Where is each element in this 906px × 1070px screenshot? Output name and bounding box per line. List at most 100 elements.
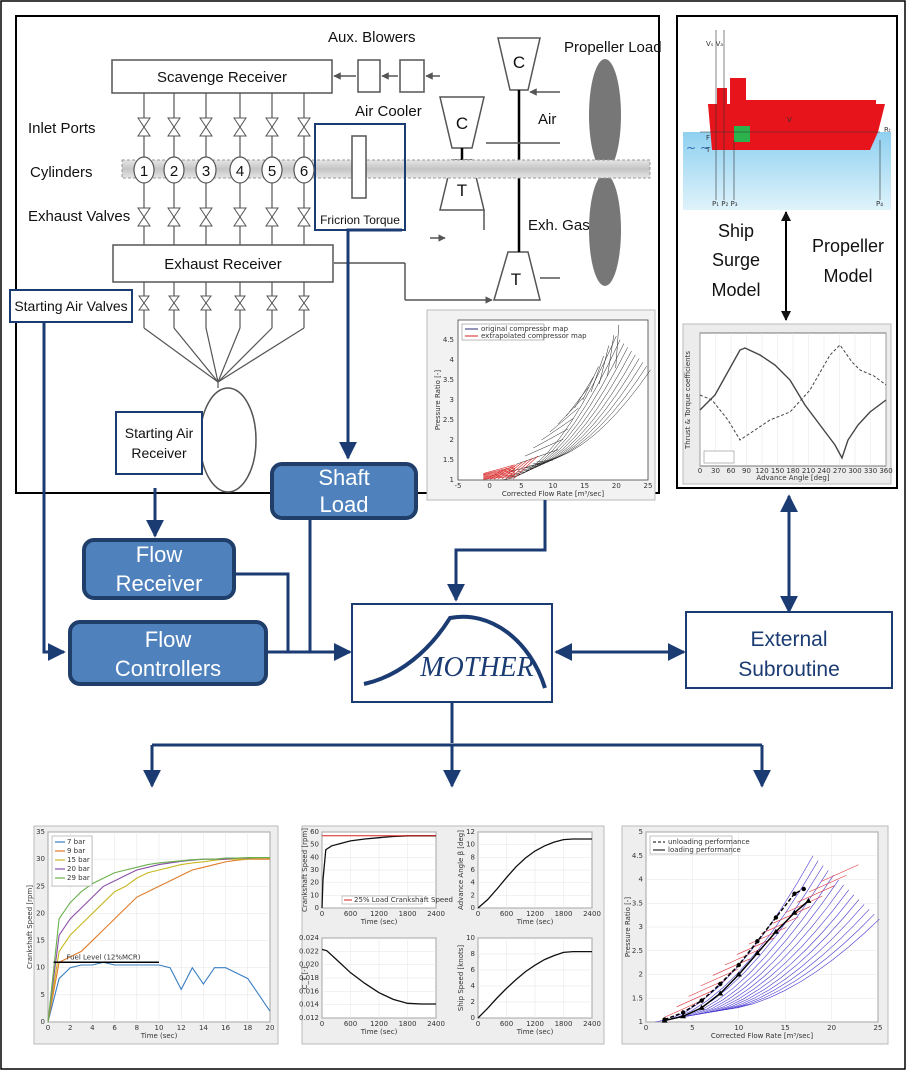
series-line bbox=[321, 948, 436, 1005]
cm-extrapolated-line bbox=[493, 465, 513, 480]
starting-air-receiver-box bbox=[115, 411, 203, 475]
cylinders-label: Cylinders bbox=[30, 164, 93, 181]
series-line bbox=[477, 838, 592, 909]
svg-text:P₁ P₂ P₃: P₁ P₂ P₃ bbox=[712, 200, 738, 208]
ship-surge-model-1: Ship bbox=[718, 221, 754, 241]
starting-air-valve bbox=[266, 295, 278, 311]
map-constant-line bbox=[675, 875, 834, 1019]
exhaust-valve bbox=[167, 207, 181, 227]
map-speed-line bbox=[712, 958, 751, 976]
cm-ytick: 2.5 bbox=[443, 416, 454, 424]
cm-speed-line bbox=[582, 366, 599, 401]
prop-xtick: 210 bbox=[802, 467, 815, 475]
data-point bbox=[698, 1004, 705, 1010]
prop-xtick: 240 bbox=[817, 467, 830, 475]
starting-air-branch bbox=[173, 327, 219, 383]
cm-speed-line bbox=[574, 376, 594, 409]
cm-ytick: 4 bbox=[450, 356, 455, 364]
cm-ytick: 2 bbox=[450, 436, 454, 444]
data-point bbox=[680, 1010, 686, 1015]
cm-speed-line bbox=[566, 387, 589, 417]
legend-box bbox=[341, 895, 423, 905]
series-line bbox=[477, 950, 592, 1019]
cm-ytick: 1.5 bbox=[443, 456, 454, 464]
x-tick-label: 2 bbox=[68, 1024, 72, 1032]
propeller-load-label: Propeller Load bbox=[564, 39, 662, 56]
y-tick-label: 30 bbox=[310, 866, 319, 874]
mother-label: MOTHER bbox=[419, 652, 534, 683]
x-tick-label: 1200 bbox=[526, 910, 544, 918]
y-tick-label: 2 bbox=[471, 998, 475, 1006]
legend-entry: 7 bar bbox=[67, 838, 85, 846]
data-point bbox=[699, 998, 704, 1003]
prop-xlabel: Advance Angle [deg] bbox=[756, 474, 829, 482]
y-tick-label: 10 bbox=[466, 841, 475, 849]
y-axis-label: C_T [-] bbox=[301, 966, 309, 989]
external-subroutine-block bbox=[685, 611, 893, 689]
cm-xtick: 10 bbox=[549, 482, 558, 490]
x-tick-label: 10 bbox=[155, 1024, 164, 1032]
map-constant-line bbox=[685, 884, 844, 1017]
prop-xtick: 0 bbox=[698, 467, 702, 475]
starting-air-receiver-label-2: Receiver bbox=[131, 445, 187, 461]
cylinder-number: 4 bbox=[236, 163, 244, 180]
map-speed-line bbox=[724, 948, 763, 966]
x-tick-label: 600 bbox=[500, 910, 513, 918]
propeller-blade-lower bbox=[589, 174, 621, 286]
starting-air-branch bbox=[217, 327, 241, 383]
x-tick-label: 0 bbox=[46, 1024, 50, 1032]
cm-extrapolated-line bbox=[483, 467, 516, 476]
cm-constant-line bbox=[525, 358, 640, 469]
compressor-high bbox=[497, 37, 541, 91]
starting-air-valve bbox=[200, 295, 212, 311]
cylinder-number: 5 bbox=[268, 163, 276, 180]
prop-xtick: 90 bbox=[742, 467, 751, 475]
shaft-load-label-1: Shaft bbox=[318, 465, 369, 490]
prop-ylabel: Thrust & Torque coefficients bbox=[684, 351, 692, 450]
y-tick-label: 0.018 bbox=[299, 974, 319, 982]
cm-legend-1: original compressor map bbox=[481, 325, 569, 333]
cm-speed-line bbox=[590, 355, 604, 393]
flow-receiver-block bbox=[82, 538, 236, 600]
data-point bbox=[717, 990, 724, 996]
map-constant-line bbox=[680, 879, 839, 1018]
cm-speed-line bbox=[557, 397, 584, 425]
y-tick-label: 0 bbox=[315, 904, 319, 912]
cm-constant-line bbox=[521, 354, 636, 471]
exhaust-receiver-label: Exhaust Receiver bbox=[164, 256, 282, 273]
exhaust-valves-label: Exhaust Valves bbox=[28, 208, 130, 225]
data-point bbox=[773, 915, 779, 920]
shaft-load-label-2: Load bbox=[320, 492, 369, 517]
legend-entry: 9 bar bbox=[67, 847, 85, 855]
x-axis-label: Time (sec) bbox=[140, 1032, 178, 1040]
cylinder-3 bbox=[195, 156, 217, 184]
y-tick-label: 1.5 bbox=[632, 994, 643, 1002]
y-tick-label: 2.5 bbox=[632, 947, 643, 955]
cm-speed-line bbox=[598, 345, 609, 385]
x-tick-label: 1800 bbox=[399, 910, 417, 918]
cm-extrapolated-line bbox=[505, 459, 528, 480]
x-tick-label: 2400 bbox=[583, 910, 601, 918]
svg-text:V: V bbox=[787, 116, 792, 124]
y-tick-label: 35 bbox=[36, 828, 45, 836]
prop-xtick: 180 bbox=[786, 467, 799, 475]
starting-air-valve bbox=[234, 295, 246, 311]
prop-xtick: 60 bbox=[727, 467, 736, 475]
ship-panel-border bbox=[676, 15, 898, 489]
y-tick-label: 8 bbox=[471, 853, 475, 861]
y-tick-label: 12 bbox=[466, 828, 475, 836]
starting-air-branch bbox=[217, 327, 305, 383]
propeller-blade-upper bbox=[589, 59, 621, 171]
external-subroutine-label-1: External bbox=[750, 628, 827, 651]
y-tick-label: 0 bbox=[41, 1018, 45, 1026]
cylinder-5 bbox=[261, 156, 283, 184]
ship-propeller-thruster bbox=[734, 126, 750, 142]
prop-xtick: 300 bbox=[848, 467, 861, 475]
x-tick-label: 600 bbox=[344, 1020, 357, 1028]
legend-box bbox=[649, 835, 733, 855]
cm-xtick: 20 bbox=[612, 482, 621, 490]
